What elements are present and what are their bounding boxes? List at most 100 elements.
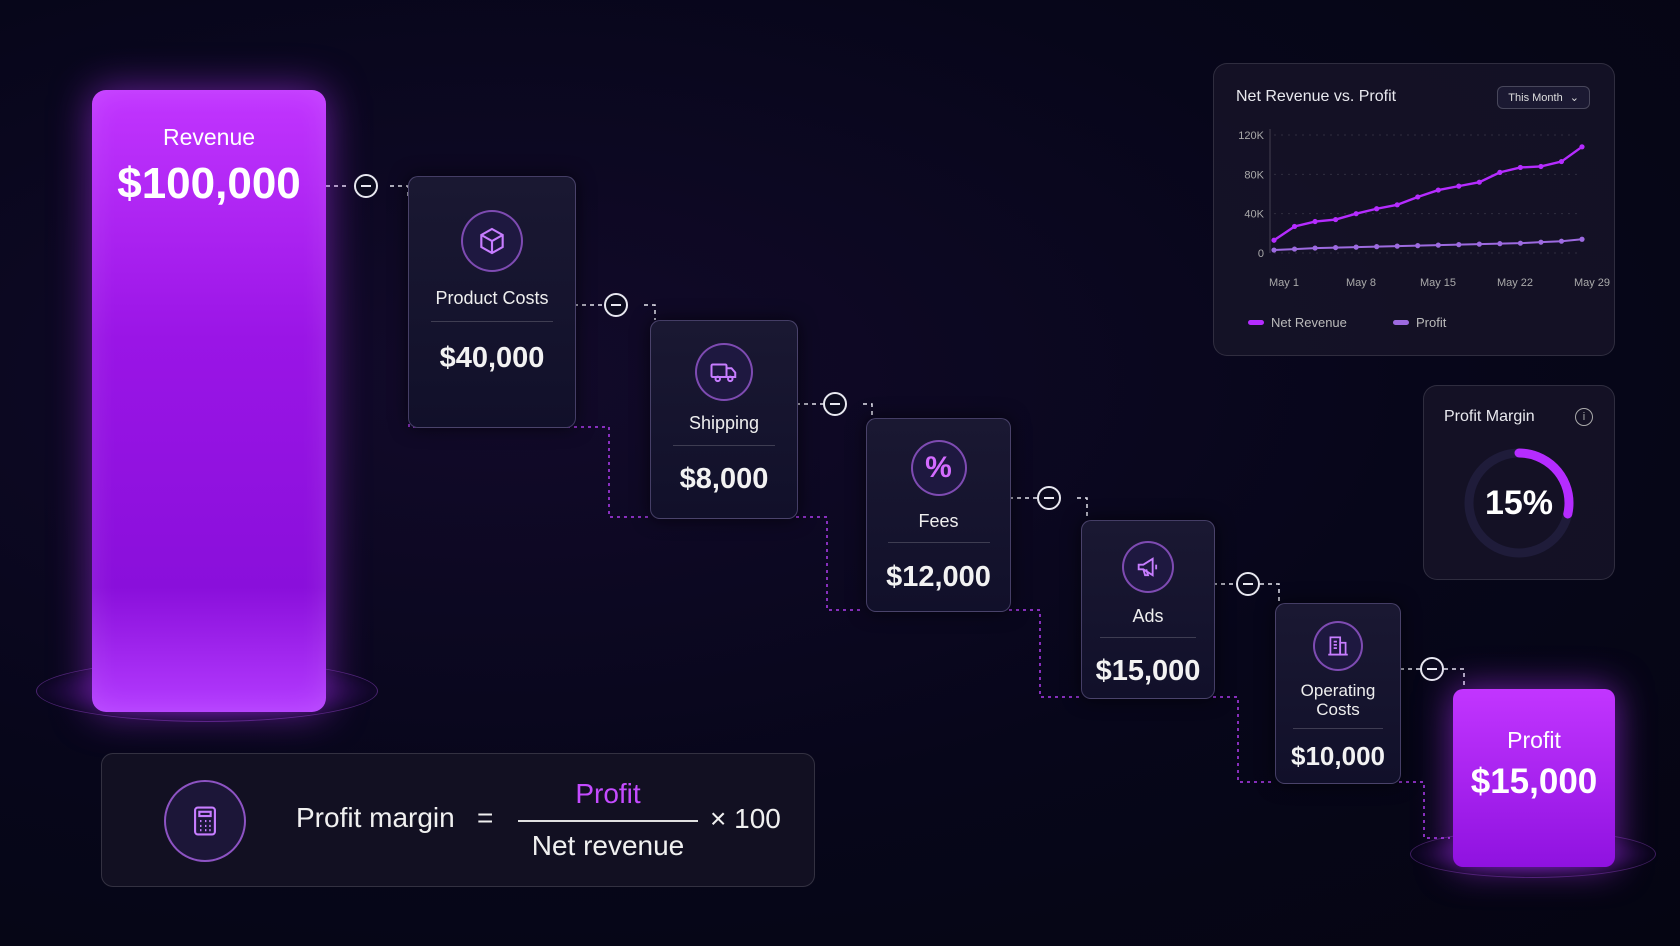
step-card-operating-costs: Operating Costs $10,000 [1275,603,1401,784]
divider [673,445,775,446]
step-card-fees: % Fees $12,000 [866,418,1011,612]
formula-multiplier: × 100 [710,803,781,834]
legend-net-revenue: Net Revenue [1248,315,1347,330]
series-line-profit [1273,238,1583,252]
chart-panel: Net Revenue vs. Profit This Month ⌄ 120K… [1213,63,1615,356]
data-point [1415,243,1421,249]
profit-block: Profit $15,000 [1453,689,1615,867]
data-point [1394,202,1400,208]
data-point [1394,243,1400,249]
fraction-bar [518,820,698,822]
minus-icon [823,392,847,416]
data-point [1312,218,1318,225]
step-card-product-costs: Product Costs $40,000 [408,176,576,428]
data-point [1476,179,1482,185]
step-name: Ads [1132,606,1164,626]
step-name: Shipping [688,413,760,433]
formula-denominator: Net revenue [531,830,685,861]
step-amount: $10,000 [1291,741,1385,771]
y-tick-label: 40K [1244,209,1264,221]
minus-icon [354,174,378,198]
step-name-line2: Costs [1316,700,1360,719]
data-point [1353,211,1359,217]
data-point [1271,247,1277,253]
margin-value: 15% [1484,483,1554,522]
truck-icon [695,343,753,401]
data-point [1374,206,1380,212]
series-line-net-revenue [1273,145,1583,242]
x-tick-label: May 15 [1420,277,1456,289]
data-point [1312,245,1318,251]
legend-label: Profit [1416,315,1447,330]
profit-margin-panel: Profit Margin i 15% [1423,385,1615,580]
divider [1293,728,1383,729]
data-point [1435,242,1441,248]
data-point [1271,237,1277,243]
legend-swatch [1393,320,1409,325]
data-point [1558,158,1565,165]
formula-numerator: Profit [575,778,641,809]
x-tick-label: May 22 [1497,277,1533,289]
formula-lhs: Profit margin [296,802,455,833]
data-point [1579,236,1585,242]
step-amount: $8,000 [679,463,769,495]
data-point [1538,163,1544,170]
data-point [1435,187,1441,193]
legend-label: Net Revenue [1271,315,1347,330]
minus-icon [1420,657,1444,681]
data-point [1579,144,1585,150]
data-point [1497,169,1503,175]
data-point [1497,241,1503,247]
revenue-label: Revenue [162,124,256,150]
step-name-line1: Operating [1300,681,1376,700]
data-point [1291,246,1298,252]
data-point [1333,244,1339,251]
minus-icon [604,293,628,317]
info-icon[interactable]: i [1575,408,1593,426]
megaphone-icon [1122,541,1174,593]
data-point [1558,238,1565,244]
minus-icon [1037,486,1061,510]
x-tick-label: May 8 [1346,277,1376,289]
legend-profit: Profit [1393,315,1446,330]
revenue-pillar: Revenue $100,000 [92,90,326,712]
data-point [1476,241,1482,247]
y-tick-label: 80K [1244,169,1264,181]
y-tick-label: 0 [1258,248,1264,260]
data-point [1538,239,1544,245]
profit-value: $15,000 [1470,762,1598,801]
period-dropdown[interactable]: This Month ⌄ [1497,86,1590,109]
data-point [1415,194,1421,200]
step-amount: $12,000 [886,561,991,593]
data-point [1353,244,1359,250]
percent-icon: % [910,440,967,496]
minus-icon [1236,572,1260,596]
package-icon [461,210,523,272]
divider [431,321,553,322]
data-point [1517,164,1523,171]
data-point [1374,244,1380,250]
data-point [1333,216,1339,223]
y-tick-label: 120K [1238,130,1264,142]
data-point [1456,183,1462,189]
formula-equals: = [477,802,494,833]
formula-panel: Profit margin = Profit Net revenue × 100 [101,753,815,887]
step-card-ads: Ads $15,000 [1081,520,1215,699]
profit-label: Profit [1507,727,1561,753]
divider [887,542,990,543]
step-name: Product Costs [435,288,549,308]
chevron-down-icon: ⌄ [1569,92,1579,104]
data-point [1291,223,1298,230]
data-point [1456,242,1462,248]
gauge-arc [1464,448,1574,558]
step-amount: $40,000 [439,342,545,374]
data-point [1517,240,1523,246]
building-icon [1313,621,1363,671]
dropdown-label: This Month [1508,92,1563,104]
x-tick-label: May 29 [1574,277,1610,289]
divider [1100,637,1196,638]
step-amount: $15,000 [1095,655,1201,687]
profit-margin-title: Profit Margin [1444,408,1535,425]
revenue-value: $100,000 [117,159,301,208]
